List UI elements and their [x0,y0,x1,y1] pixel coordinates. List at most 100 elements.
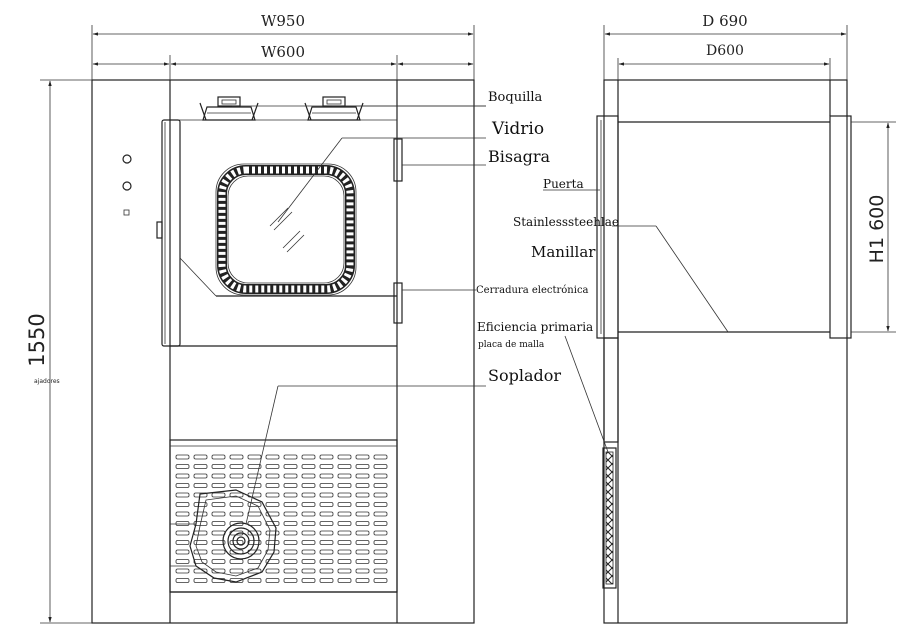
grille-slot [193,464,208,469]
grille-slot [211,540,226,545]
glass-window [215,163,357,296]
grille-slot [319,549,334,555]
grille-slot [319,559,334,564]
grille-slot [301,492,316,498]
grille-slot [229,559,244,564]
grille-slot [373,464,388,469]
grille-slot [355,530,370,536]
label-stainless-steel: Stainlesssteehlae [513,215,619,229]
grille-slot [355,521,370,526]
front-outer-body [91,79,475,624]
grille-slot [211,559,226,564]
grille-slot [283,502,298,507]
grille-slot [229,502,244,507]
grille-slot [211,549,226,555]
grille-slot [247,502,262,507]
grille-slot [283,549,298,555]
grille-slot [373,530,388,536]
grille-slot [301,530,316,536]
grille-slot [319,540,334,545]
grille-slot [373,492,388,498]
dim-inner-width: W600 [261,43,305,61]
grille-slot [355,511,370,517]
grille-slot [283,540,298,545]
grille-slot [265,492,280,498]
grille-slot [229,492,244,498]
grille-slot [319,483,334,488]
grille-slot [337,568,352,574]
label-hinge: Bisagra [488,147,551,166]
grille-slot [193,492,208,498]
grille-slot [265,483,280,488]
grille-slot [319,578,334,583]
grille-slot [373,483,388,488]
grille-slot [211,502,226,507]
grille-slot [247,473,262,479]
grille-slot [373,549,388,555]
grille-slot [337,578,352,583]
grille-slot [175,521,190,526]
grille-slot [301,521,316,526]
grille-slot [229,464,244,469]
grille-slot [247,559,262,564]
side-outer-body [603,79,848,624]
grille-slot [175,549,190,555]
grille-slot [373,568,388,574]
grille-slot [265,502,280,507]
grille-slot [265,559,280,564]
grille-slot [319,521,334,526]
label-primary-efficiency: Eficiencia primaria [477,320,593,334]
grille-slot [301,454,316,460]
grille-slot [283,464,298,469]
grille-slot [319,502,334,507]
grille-slot [319,473,334,479]
grille-slot [283,511,298,517]
label-door: Puerta [543,177,584,191]
grille-slot [283,521,298,526]
label-mesh-plate: placa de malla [478,340,545,350]
grille-slot [175,473,190,479]
grille-slot [175,559,190,564]
grille-slot [355,568,370,574]
grille-slot [247,511,262,517]
grille-slot [211,464,226,469]
grille-slot [319,492,334,498]
grille-slot [193,559,208,564]
grille-slot [301,540,316,545]
dim-overall-depth: D 690 [702,12,747,30]
label-nozzle: Boquilla [488,90,543,105]
grille-slot [265,473,280,479]
grille-slot [373,511,388,517]
grille-slot [247,530,262,536]
grille-slot [211,521,226,526]
label-electronic-lock: Cerradura electrónica [476,285,589,296]
grille-slot [337,502,352,507]
side-view [596,79,852,624]
grille-slot [283,483,298,488]
grille-slot [265,530,280,536]
front-view [91,79,475,624]
grille-slot [319,511,334,517]
grille-slot [175,578,190,583]
grille-slot [175,464,190,469]
dim-overall-width: W950 [261,12,305,30]
grille-slot [193,483,208,488]
feet-note: ajadores [34,378,60,385]
grille-slot [337,473,352,479]
grille-slot [319,568,334,574]
nozzle-right [304,96,364,121]
grille-slot [337,540,352,545]
grille-slot [211,483,226,488]
grille-slot [193,549,208,555]
label-glass: Vidrio [491,119,544,139]
grille-slot [373,559,388,564]
grille-slot [283,568,298,574]
hinge-upper [393,138,403,182]
grille-slot [337,521,352,526]
grille-slot [301,502,316,507]
grille-slot [211,454,226,460]
grille-slot [301,464,316,469]
grille-slot [301,559,316,564]
grille-slot [337,492,352,498]
indicator-switch [123,209,130,216]
